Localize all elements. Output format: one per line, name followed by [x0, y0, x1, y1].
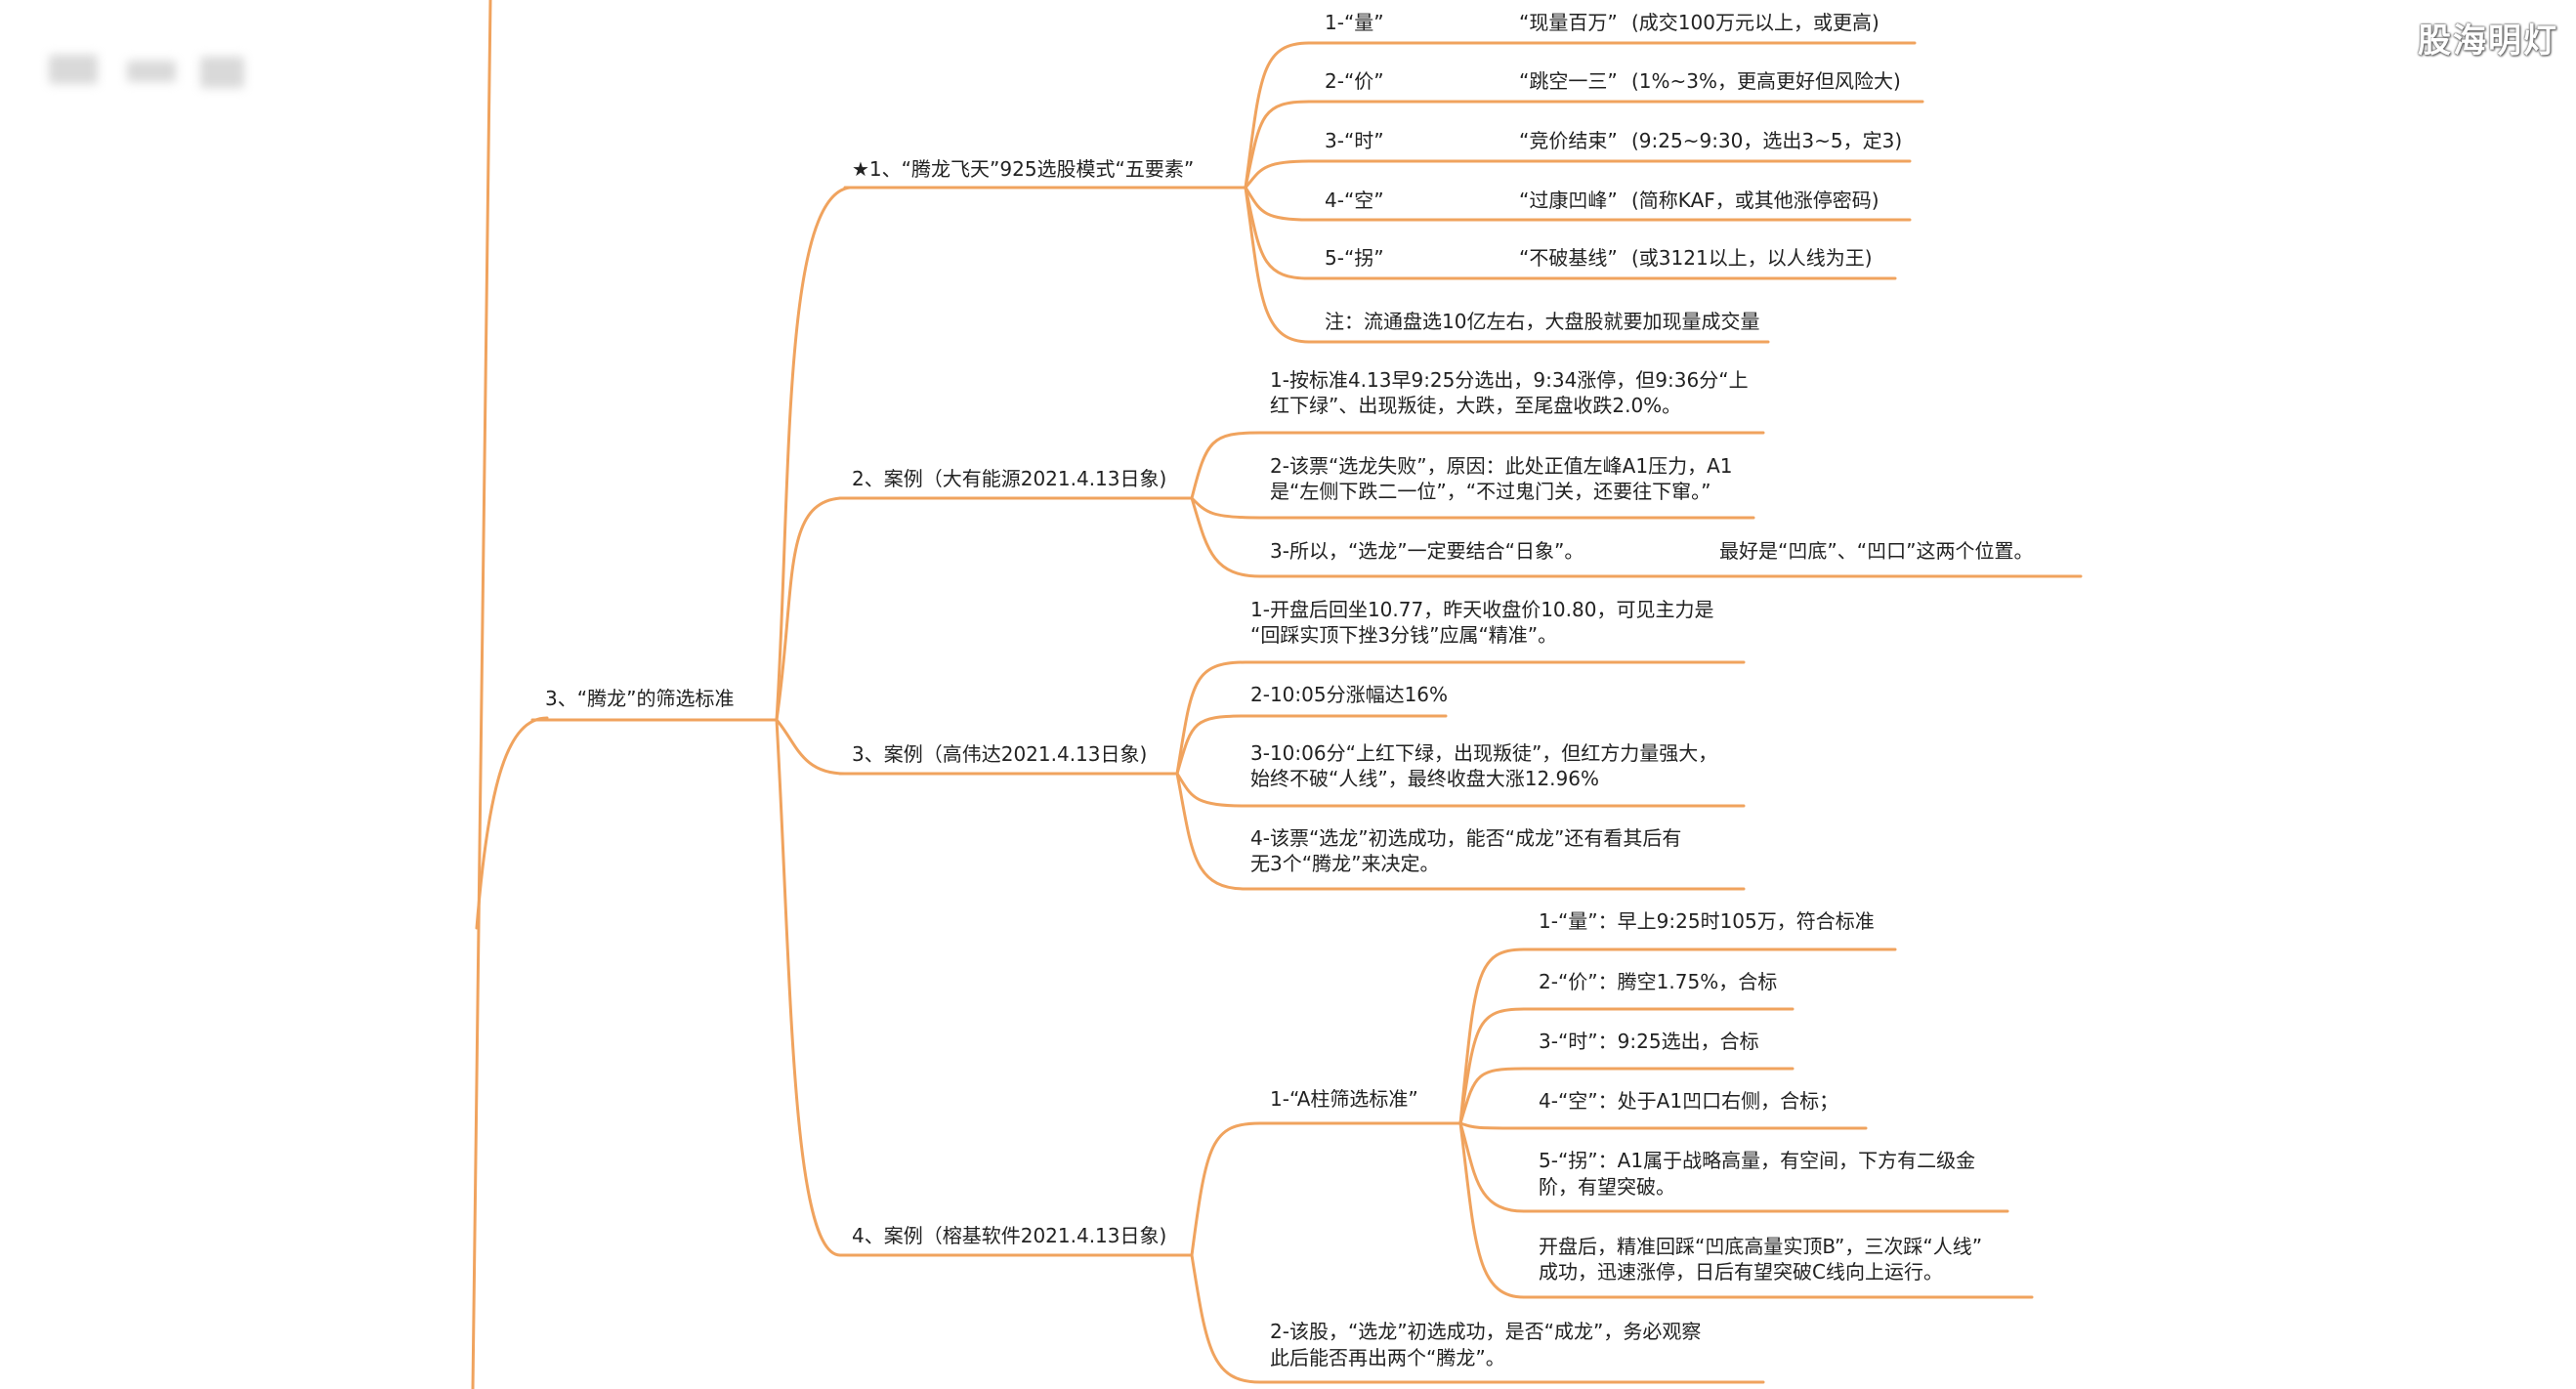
trunk-line [471, 0, 492, 1389]
five-name-2: “跳空一三” [1519, 69, 1618, 93]
case3-item2-l1: 2-10:05分涨幅达16% [1250, 683, 1449, 706]
five-name-4: “过康凹峰” [1519, 189, 1618, 212]
case3-item4-l2: 无3个“腾龙”来决定。 [1250, 852, 1440, 875]
a-criteria-3: 3-“时”：9:25选出，合标 [1539, 1030, 1759, 1053]
node-case3: 3、案例（高伟达2021.4.13日象) [852, 742, 1148, 766]
five-note-4: (简称KAF，或其他涨停密码) [1631, 189, 1879, 212]
case2-item3-l1: 3-所以，“选龙”一定要结合“日象”。 [1270, 539, 1584, 563]
five-note-3: (9:25~9:30，选出3~5，定3) [1631, 129, 1903, 152]
case3-item3-l1: 3-10:06分“上红下绿，出现叛徒”，但红方力量强大， [1250, 741, 1718, 765]
case2-item1-l2: 红下绿”、出现叛徒，大跌，至尾盘收跌2.0%。 [1270, 394, 1682, 417]
root-node: 3、“腾龙”的筛选标准 [545, 687, 735, 710]
branch-root-to-case4 [775, 718, 842, 1257]
blurred-header-2 [127, 61, 176, 82]
case4-sub2-l1: 2-该股，“选龙”初选成功，是否“成龙”，务必观察 [1270, 1320, 1702, 1343]
five-name-3: “竞价结束” [1519, 129, 1618, 152]
case3-item1-l2: “回踩实顶下挫3分钱”应属“精准”。 [1250, 623, 1558, 647]
case3-item3-l2: 始终不破“人线”，最终收盘大涨12.96% [1250, 767, 1599, 790]
case4-sub1: 1-“A柱筛选标准” [1270, 1087, 1418, 1111]
branch-root-to-case2 [775, 496, 842, 722]
five-footnote: 注：流通盘选10亿左右，大盘股就要加现量成交量 [1325, 310, 1760, 333]
five-key-4: 4-“空” [1325, 189, 1384, 212]
five-note-1: (成交100万元以上，或更高) [1631, 11, 1879, 34]
blurred-header-1 [49, 55, 98, 84]
branch-to-root [475, 716, 549, 930]
case4-sub2-l2: 此后能否再出两个“腾龙”。 [1270, 1346, 1505, 1369]
watermark: 股海明灯 [2418, 21, 2558, 61]
five-note-5: (或3121以上，以人线为王) [1631, 246, 1873, 270]
five-name-5: “不破基线” [1519, 246, 1618, 270]
a-criteria-6-l2: 成功，迅速涨停，日后有望突破C线向上运行。 [1539, 1260, 1943, 1284]
five-name-1: “现量百万” [1519, 11, 1618, 34]
case2-item3-l1b: 最好是“凹底”、“凹口”这两个位置。 [1719, 539, 2034, 563]
a-criteria-5-l1: 5-“拐”：A1属于战略高量，有空间，下方有二级金 [1539, 1149, 1976, 1172]
a-criteria-6-l1: 开盘后，精准回踩“凹底高量实顶B”，三次踩“人线” [1539, 1235, 1983, 1258]
node-five-elements: ★1、“腾龙飞天”925选股模式“五要素” [852, 157, 1195, 181]
a-criteria-5-l2: 阶，有望突破。 [1539, 1175, 1675, 1199]
five-key-5: 5-“拐” [1325, 246, 1384, 270]
case2-item1-l1: 1-按标准4.13早9:25分选出，9:34涨停，但9:36分“上 [1270, 368, 1749, 392]
five-key-1: 1-“量” [1325, 11, 1384, 34]
a-criteria-1: 1-“量”：早上9:25时105万，符合标准 [1539, 909, 1875, 933]
node-case2: 2、案例（大有能源2021.4.13日象) [852, 467, 1167, 490]
five-key-2: 2-“价” [1325, 69, 1384, 93]
branch-root-to-case3 [775, 718, 847, 776]
case3-item4-l1: 4-该票“选龙”初选成功，能否“成龙”还有看其后有 [1250, 826, 1682, 850]
case2-item2-l2: 是“左侧下跌二一位”，“不过鬼门关，还要往下窜。” [1270, 480, 1711, 503]
five-note-2: (1%~3%，更高更好但风险大) [1631, 69, 1901, 93]
node-case4: 4、案例（榕基软件2021.4.13日象) [852, 1224, 1167, 1247]
five-key-3: 3-“时” [1325, 129, 1384, 152]
case3-item1-l1: 1-开盘后回坐10.77，昨天收盘价10.80，可见主力是 [1250, 598, 1714, 621]
blurred-header-3 [200, 57, 244, 88]
branch-root-to-five [775, 186, 852, 722]
case2-item2-l1: 2-该票“选龙失败”，原因：此处正值左峰A1压力，A1 [1270, 454, 1733, 478]
a-criteria-2: 2-“价”：腾空1.75%，合标 [1539, 970, 1778, 993]
a-criteria-4: 4-“空”：处于A1凹口右侧，合标； [1539, 1089, 1839, 1113]
